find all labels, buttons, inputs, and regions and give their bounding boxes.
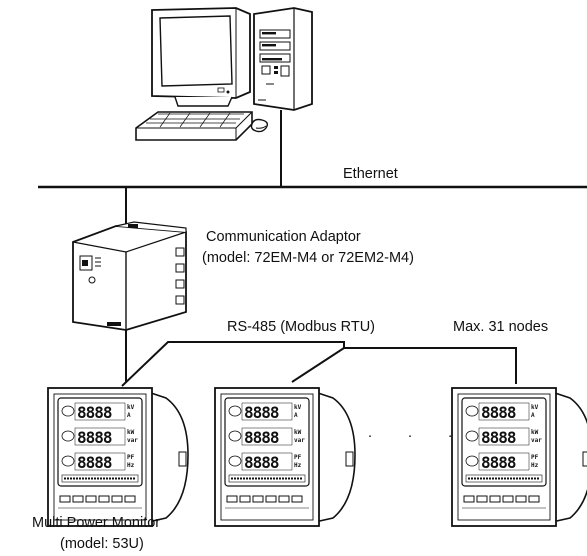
adaptor-name-label: Communication Adaptor bbox=[206, 229, 361, 245]
communication-adaptor-icon bbox=[72, 221, 187, 331]
ellipsis: . . . bbox=[368, 425, 468, 441]
power-monitor-1 bbox=[47, 387, 189, 527]
computer-icon bbox=[135, 7, 313, 141]
monitor-model-label: (model: 53U) bbox=[60, 536, 144, 552]
power-monitor-3 bbox=[451, 387, 587, 527]
ethernet-label: Ethernet bbox=[343, 166, 398, 182]
rs485-label: RS-485 (Modbus RTU) bbox=[227, 319, 375, 335]
power-monitor-2 bbox=[214, 387, 356, 527]
adaptor-model-label: (model: 72EM-M4 or 72EM2-M4) bbox=[202, 250, 414, 266]
max-nodes-label: Max. 31 nodes bbox=[453, 319, 548, 335]
rs485-bus bbox=[121, 330, 517, 387]
monitor-name-label: Multi Power Monitor bbox=[32, 515, 160, 531]
